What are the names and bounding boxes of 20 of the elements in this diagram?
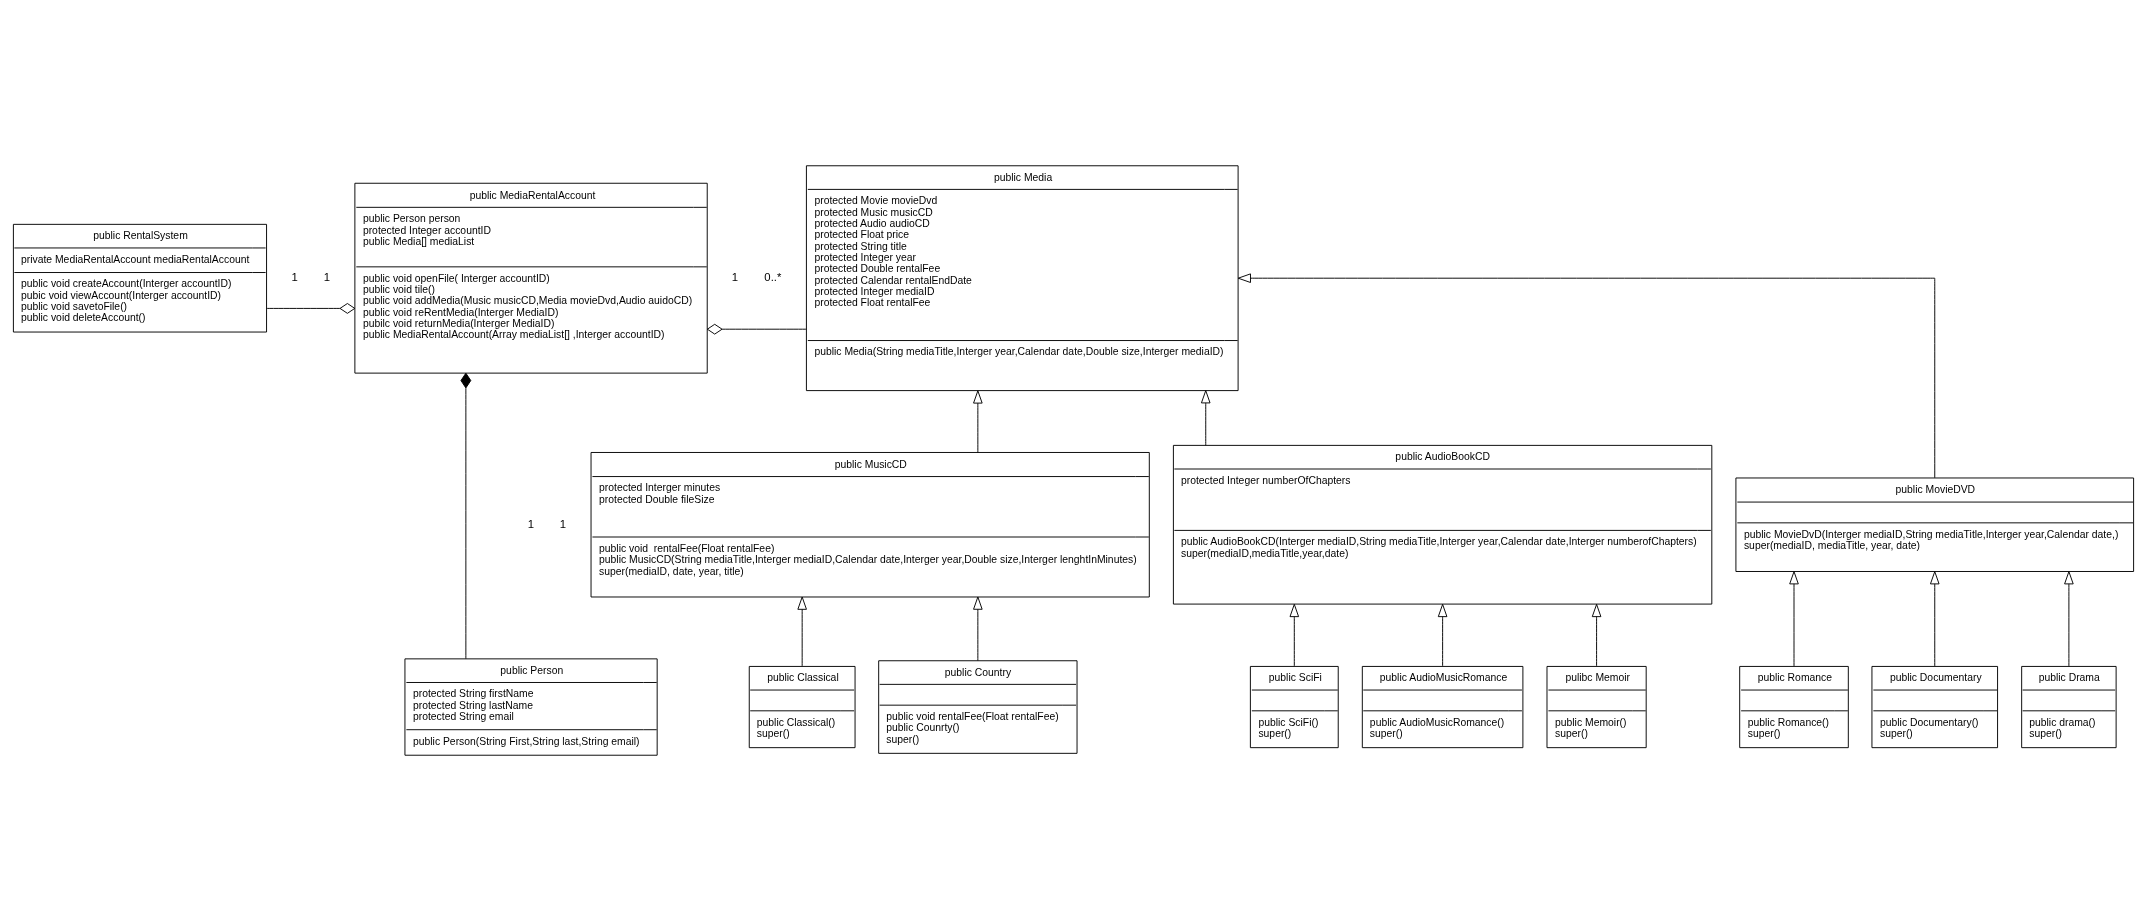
connector xyxy=(706,323,807,335)
label: 1 xyxy=(291,270,298,283)
arrow xyxy=(1201,389,1211,446)
arrow xyxy=(797,596,807,667)
arrow xyxy=(2064,570,2074,667)
arrow xyxy=(1437,603,1448,667)
label: 1 xyxy=(559,517,567,530)
arrow xyxy=(973,596,983,661)
arrow xyxy=(1237,272,1936,478)
label: 1 xyxy=(323,270,331,283)
arrow xyxy=(1591,603,1602,667)
label: 1 xyxy=(527,517,535,530)
arrow xyxy=(1930,570,1940,667)
label: 0..* xyxy=(764,270,782,283)
arrow xyxy=(1289,603,1300,667)
connector xyxy=(266,302,356,314)
connector xyxy=(460,372,472,659)
arrow xyxy=(1789,570,1799,667)
label: 1 xyxy=(731,270,739,283)
arrow xyxy=(973,389,983,453)
